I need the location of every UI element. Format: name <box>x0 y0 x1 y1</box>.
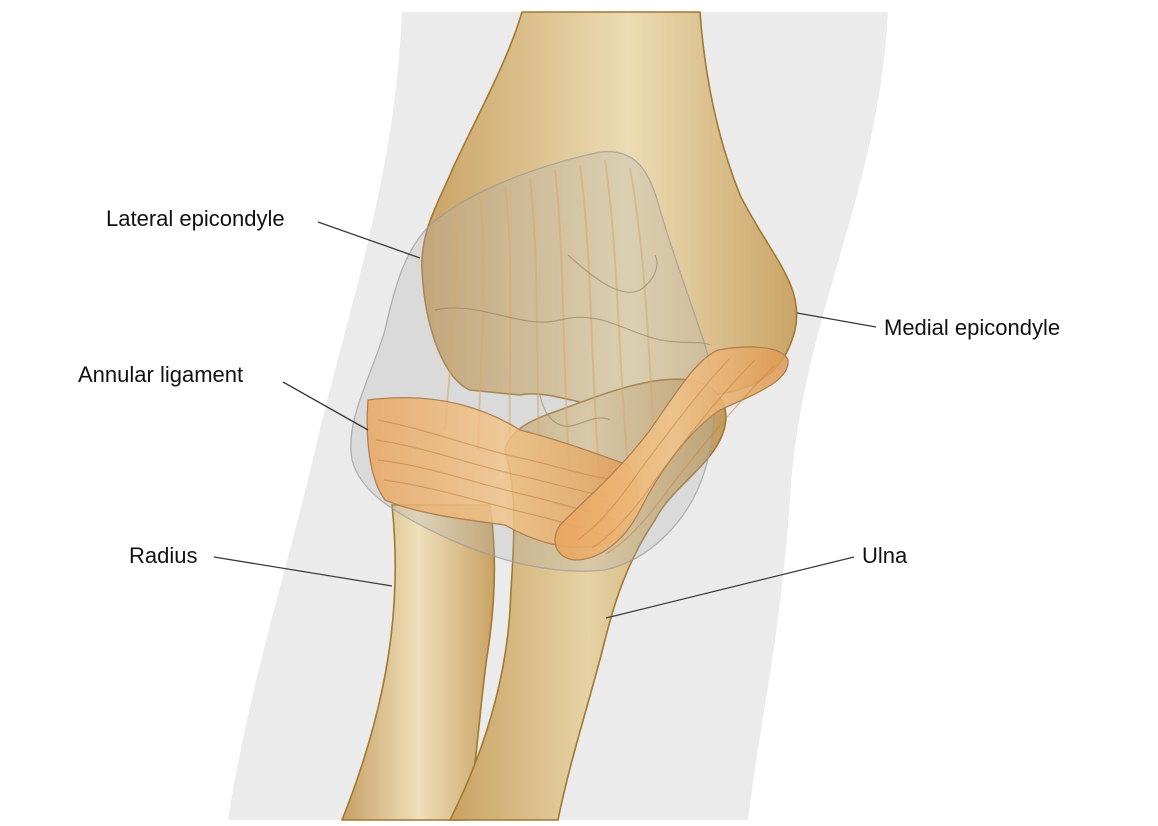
leader-line-radius <box>213 556 393 587</box>
label-ulna: Ulna <box>862 543 908 568</box>
leader-line-ulna <box>605 556 855 619</box>
leader-line-medial-epicondyle <box>796 312 877 328</box>
leader-lines <box>213 221 877 619</box>
label-annular-ligament: Annular ligament <box>78 362 243 387</box>
ulnar-collateral-fibers <box>577 357 776 555</box>
ulnar-collateral-ligament <box>554 346 789 561</box>
leader-line-lateral-epicondyle <box>317 221 421 259</box>
label-radius: Radius <box>129 543 197 568</box>
label-lateral-epicondyle: Lateral epicondyle <box>106 206 285 231</box>
label-medial-epicondyle: Medial epicondyle <box>884 315 1060 340</box>
capsule-contours <box>434 254 711 427</box>
leader-line-annular-ligament <box>282 381 369 431</box>
